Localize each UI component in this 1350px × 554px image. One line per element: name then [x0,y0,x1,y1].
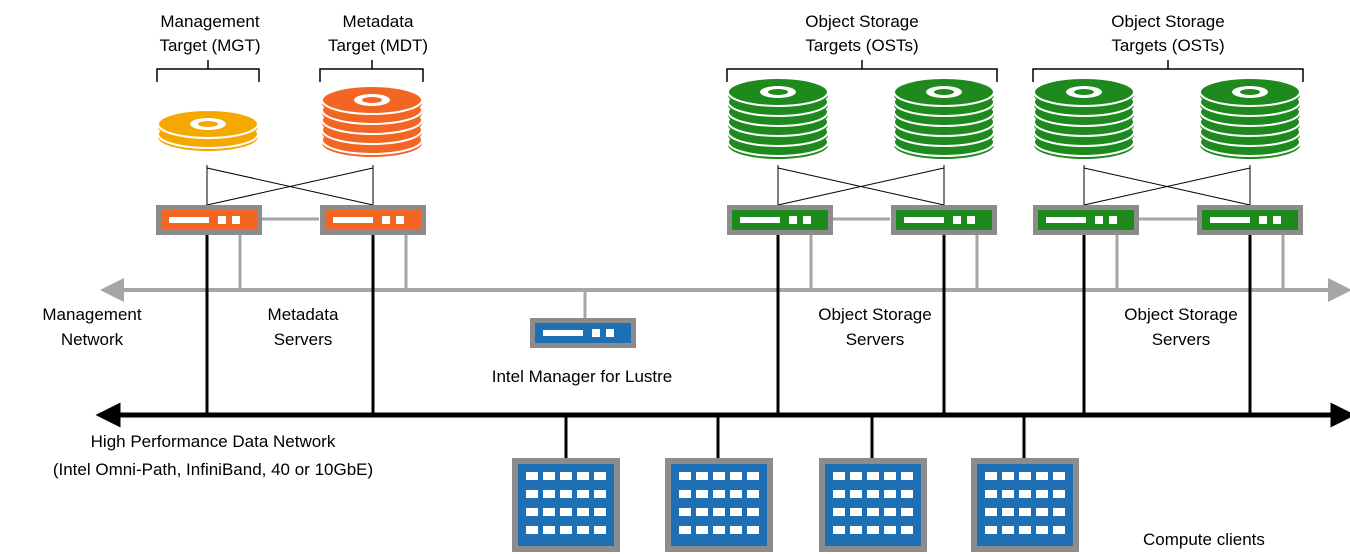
mgt-label-line2: Target (MGT) [159,36,260,55]
compute-client-icon [512,458,620,552]
ost1-label-line1: Object Storage [805,12,918,31]
ost-disk-icon [727,77,829,159]
ost-disk-icon [1033,77,1135,159]
ost2-label-line2: Targets (OSTs) [1111,36,1224,55]
metadata-server-icon [320,205,426,235]
target-brackets [156,60,1304,82]
oss1-label-line1: Object Storage [818,305,931,324]
object-storage-server-icon [891,205,997,235]
mdt-disk-icon [321,85,423,157]
data-network-label-line1: High Performance Data Network [91,432,336,451]
mdt-label-line1: Metadata [343,12,414,31]
ost-disk-icon [893,77,995,159]
object-storage-server-icon [1197,205,1303,235]
mgt-bracket [156,60,260,82]
object-storage-server-icon [1033,205,1139,235]
metadata-server-icon [156,205,262,235]
management-network-label-line2: Network [61,330,124,349]
compute-clients-label: Compute clients [1143,530,1265,549]
compute-client-icon [665,458,773,552]
ost2-label-line1: Object Storage [1111,12,1224,31]
mgt-disk-icon [157,109,259,151]
compute-client-icon [971,458,1079,552]
ost-disk-icon [1199,77,1301,159]
compute-client-icon [819,458,927,552]
ost-bracket-2 [1032,60,1304,82]
data-network-label-line2: (Intel Omni-Path, InfiniBand, 40 or 10Gb… [53,460,373,479]
ost1-label-line2: Targets (OSTs) [805,36,918,55]
mdt-bracket [319,60,424,82]
object-storage-server-icon [727,205,833,235]
metadata-servers-label-line2: Servers [274,330,333,349]
oss2-label-line2: Servers [1152,330,1211,349]
oss2-label-line1: Object Storage [1124,305,1237,324]
mgt-label-line1: Management [160,12,260,31]
labels: Management Target (MGT) Metadata Target … [42,12,1265,549]
disk-server-links [206,165,1251,206]
management-network-label-line1: Management [42,305,142,324]
metadata-servers-label-line1: Metadata [268,305,339,324]
mdt-label-line2: Target (MDT) [328,36,428,55]
intel-manager-server-icon [530,318,636,348]
intel-manager-label: Intel Manager for Lustre [492,367,672,386]
oss1-label-line2: Servers [846,330,905,349]
data-network-drops [205,235,1252,458]
ost-bracket-1 [726,60,998,82]
